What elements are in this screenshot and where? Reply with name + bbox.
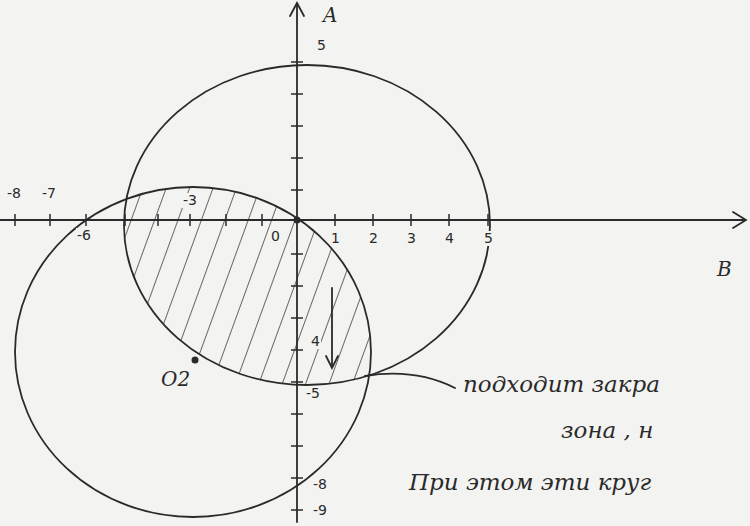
- tick-mark: [124, 214, 126, 226]
- axis-name: A: [322, 4, 338, 26]
- tick-mark: [291, 61, 303, 63]
- origin-dot: [294, 217, 301, 224]
- tick-label: 0: [270, 229, 281, 244]
- tick-mark: [291, 477, 303, 479]
- note-text: подходит закра: [462, 372, 661, 397]
- tick-mark: [291, 317, 303, 319]
- tick-mark: [334, 214, 336, 226]
- y-axis: [296, 4, 298, 522]
- tick-label: -8: [6, 186, 22, 201]
- axis-arrow: [290, 3, 304, 16]
- tick-label: 2: [368, 231, 379, 246]
- tick-label: -3: [182, 193, 198, 208]
- note-text: При этом эти круг: [408, 470, 652, 495]
- tick-mark: [189, 214, 191, 226]
- tick-mark: [487, 214, 489, 226]
- tick-mark: [291, 189, 303, 191]
- arrow-number: 4: [310, 334, 321, 349]
- point-name: O2: [160, 368, 191, 390]
- tick-mark: [49, 214, 51, 226]
- tick-mark: [225, 214, 227, 226]
- tick-marks: [15, 62, 488, 510]
- tick-label: -9: [312, 503, 328, 518]
- tick-label: 1: [330, 231, 341, 246]
- tick-mark: [410, 214, 412, 226]
- tick-mark: [291, 509, 303, 511]
- tick-mark: [291, 445, 303, 447]
- tick-label: 5: [316, 38, 327, 53]
- axis-arrow: [733, 212, 746, 228]
- tick-label: 3: [406, 231, 417, 246]
- tick-mark: [291, 93, 303, 95]
- tick-mark: [448, 214, 450, 226]
- arrow-head: [326, 356, 338, 368]
- tick-mark: [291, 157, 303, 159]
- tick-mark: [291, 381, 303, 383]
- tick-label: -6: [76, 228, 92, 243]
- tick-mark: [14, 214, 16, 226]
- tick-mark: [85, 214, 87, 226]
- tick-mark: [291, 349, 303, 351]
- tick-mark: [157, 214, 159, 226]
- tick-mark: [261, 214, 263, 226]
- note-text: зона , н: [560, 418, 654, 443]
- circle-two: [15, 187, 371, 517]
- tick-mark: [372, 214, 374, 226]
- tick-label: 4: [444, 231, 455, 246]
- axis-name: B: [716, 258, 733, 280]
- tick-label: 5: [483, 231, 494, 246]
- leader-line: [365, 374, 455, 388]
- center-dot: [192, 357, 199, 364]
- tick-mark: [291, 125, 303, 127]
- tick-mark: [291, 413, 303, 415]
- arrow-line: [331, 288, 333, 366]
- tick-label: -5: [305, 386, 321, 401]
- tick-label: -8: [312, 477, 328, 492]
- tick-mark: [291, 285, 303, 287]
- tick-label: -7: [41, 186, 57, 201]
- tick-mark: [291, 253, 303, 255]
